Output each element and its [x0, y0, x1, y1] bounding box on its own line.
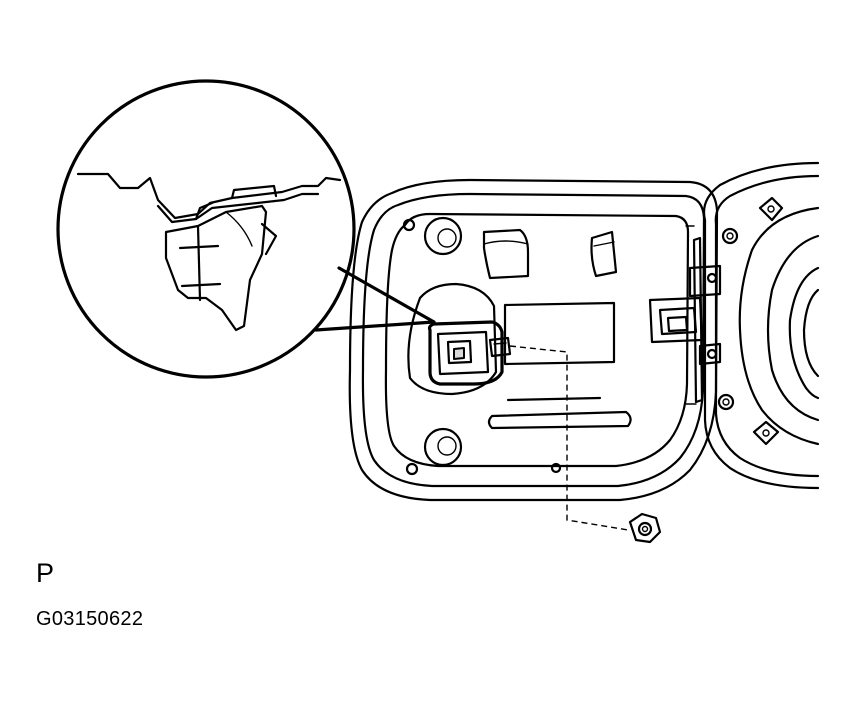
body-hole-upper [706, 272, 718, 284]
body-screw-left-top [721, 227, 739, 245]
figure-code: G03150622 [36, 608, 144, 630]
leader-line [509, 345, 629, 531]
opener-recess [407, 282, 498, 396]
upper-rib-left [482, 228, 530, 280]
nut [628, 512, 662, 544]
body-screw-top [758, 196, 784, 222]
body-screw-left-bottom [717, 393, 735, 411]
body-screw-bottom [752, 420, 780, 446]
fuel-lid-door [348, 178, 719, 502]
label-plate [503, 301, 616, 366]
fuel-lid-hinge [648, 225, 722, 405]
upper-rib-right [590, 230, 618, 278]
mounting-boss-top-left [423, 216, 463, 256]
lower-slot [487, 396, 632, 430]
view-label: P [36, 558, 55, 588]
detail-callout [56, 79, 436, 379]
fuel-lid-opener [427, 320, 512, 386]
pin-bottom-middle [550, 462, 562, 474]
body-hole-lower [706, 348, 718, 360]
body-filler-opening [702, 161, 820, 490]
pin-top-left [402, 218, 416, 232]
pin-bottom-left [405, 462, 419, 476]
mounting-boss-bottom-left [423, 427, 463, 467]
